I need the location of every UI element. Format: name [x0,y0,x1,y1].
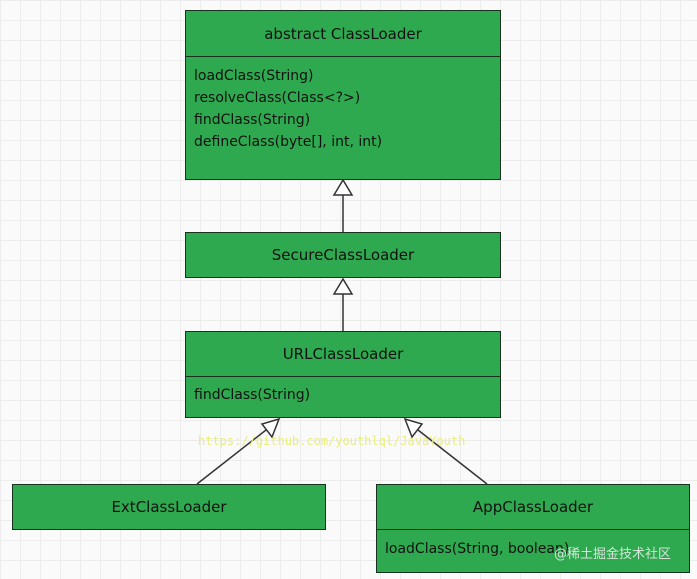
method-find-class: findClass(String) [194,112,311,128]
urlclassloader-methods: findClass(String) [186,376,500,412]
method-find-class: findClass(String) [194,387,311,403]
urlclassloader-box: URLClassLoader findClass(String) [185,331,501,418]
watermark-url: https://github.com/youthlql/JavaYouth [198,434,466,448]
inheritance-arrowhead [332,178,354,196]
secureclassloader-title: SecureClassLoader [271,245,415,264]
method-load-class: loadClass(String, boolean) [385,541,570,557]
appclassloader-box: AppClassLoader loadClass(String, boolean… [376,484,690,573]
edge-app-to-url [417,429,488,485]
edge-ext-to-url [196,429,267,485]
urlclassloader-title: URLClassLoader [282,345,404,363]
inheritance-arrowhead [403,417,424,439]
appclassloader-methods: loadClass(String, boolean) [377,529,689,566]
method-define-class: defineClass(byte[], int, int) [194,134,383,150]
method-load-class: loadClass(String) [194,68,314,84]
method-resolve-class: resolveClass(Class<?>) [194,90,361,106]
classloader-box: abstract ClassLoader loadClass(String) r… [185,10,501,180]
classloader-methods: loadClass(String) resolveClass(Class<?>)… [186,56,500,159]
classloader-title: abstract ClassLoader [264,24,422,43]
extclassloader-title: ExtClassLoader [111,497,227,516]
watermark-site: @稀土掘金技术社区 [554,547,672,562]
secureclassloader-box: SecureClassLoader [185,232,501,278]
inheritance-arrowhead [332,277,354,295]
inheritance-arrowhead [260,417,281,439]
extclassloader-box: ExtClassLoader [12,484,326,530]
appclassloader-title: AppClassLoader [472,498,594,516]
